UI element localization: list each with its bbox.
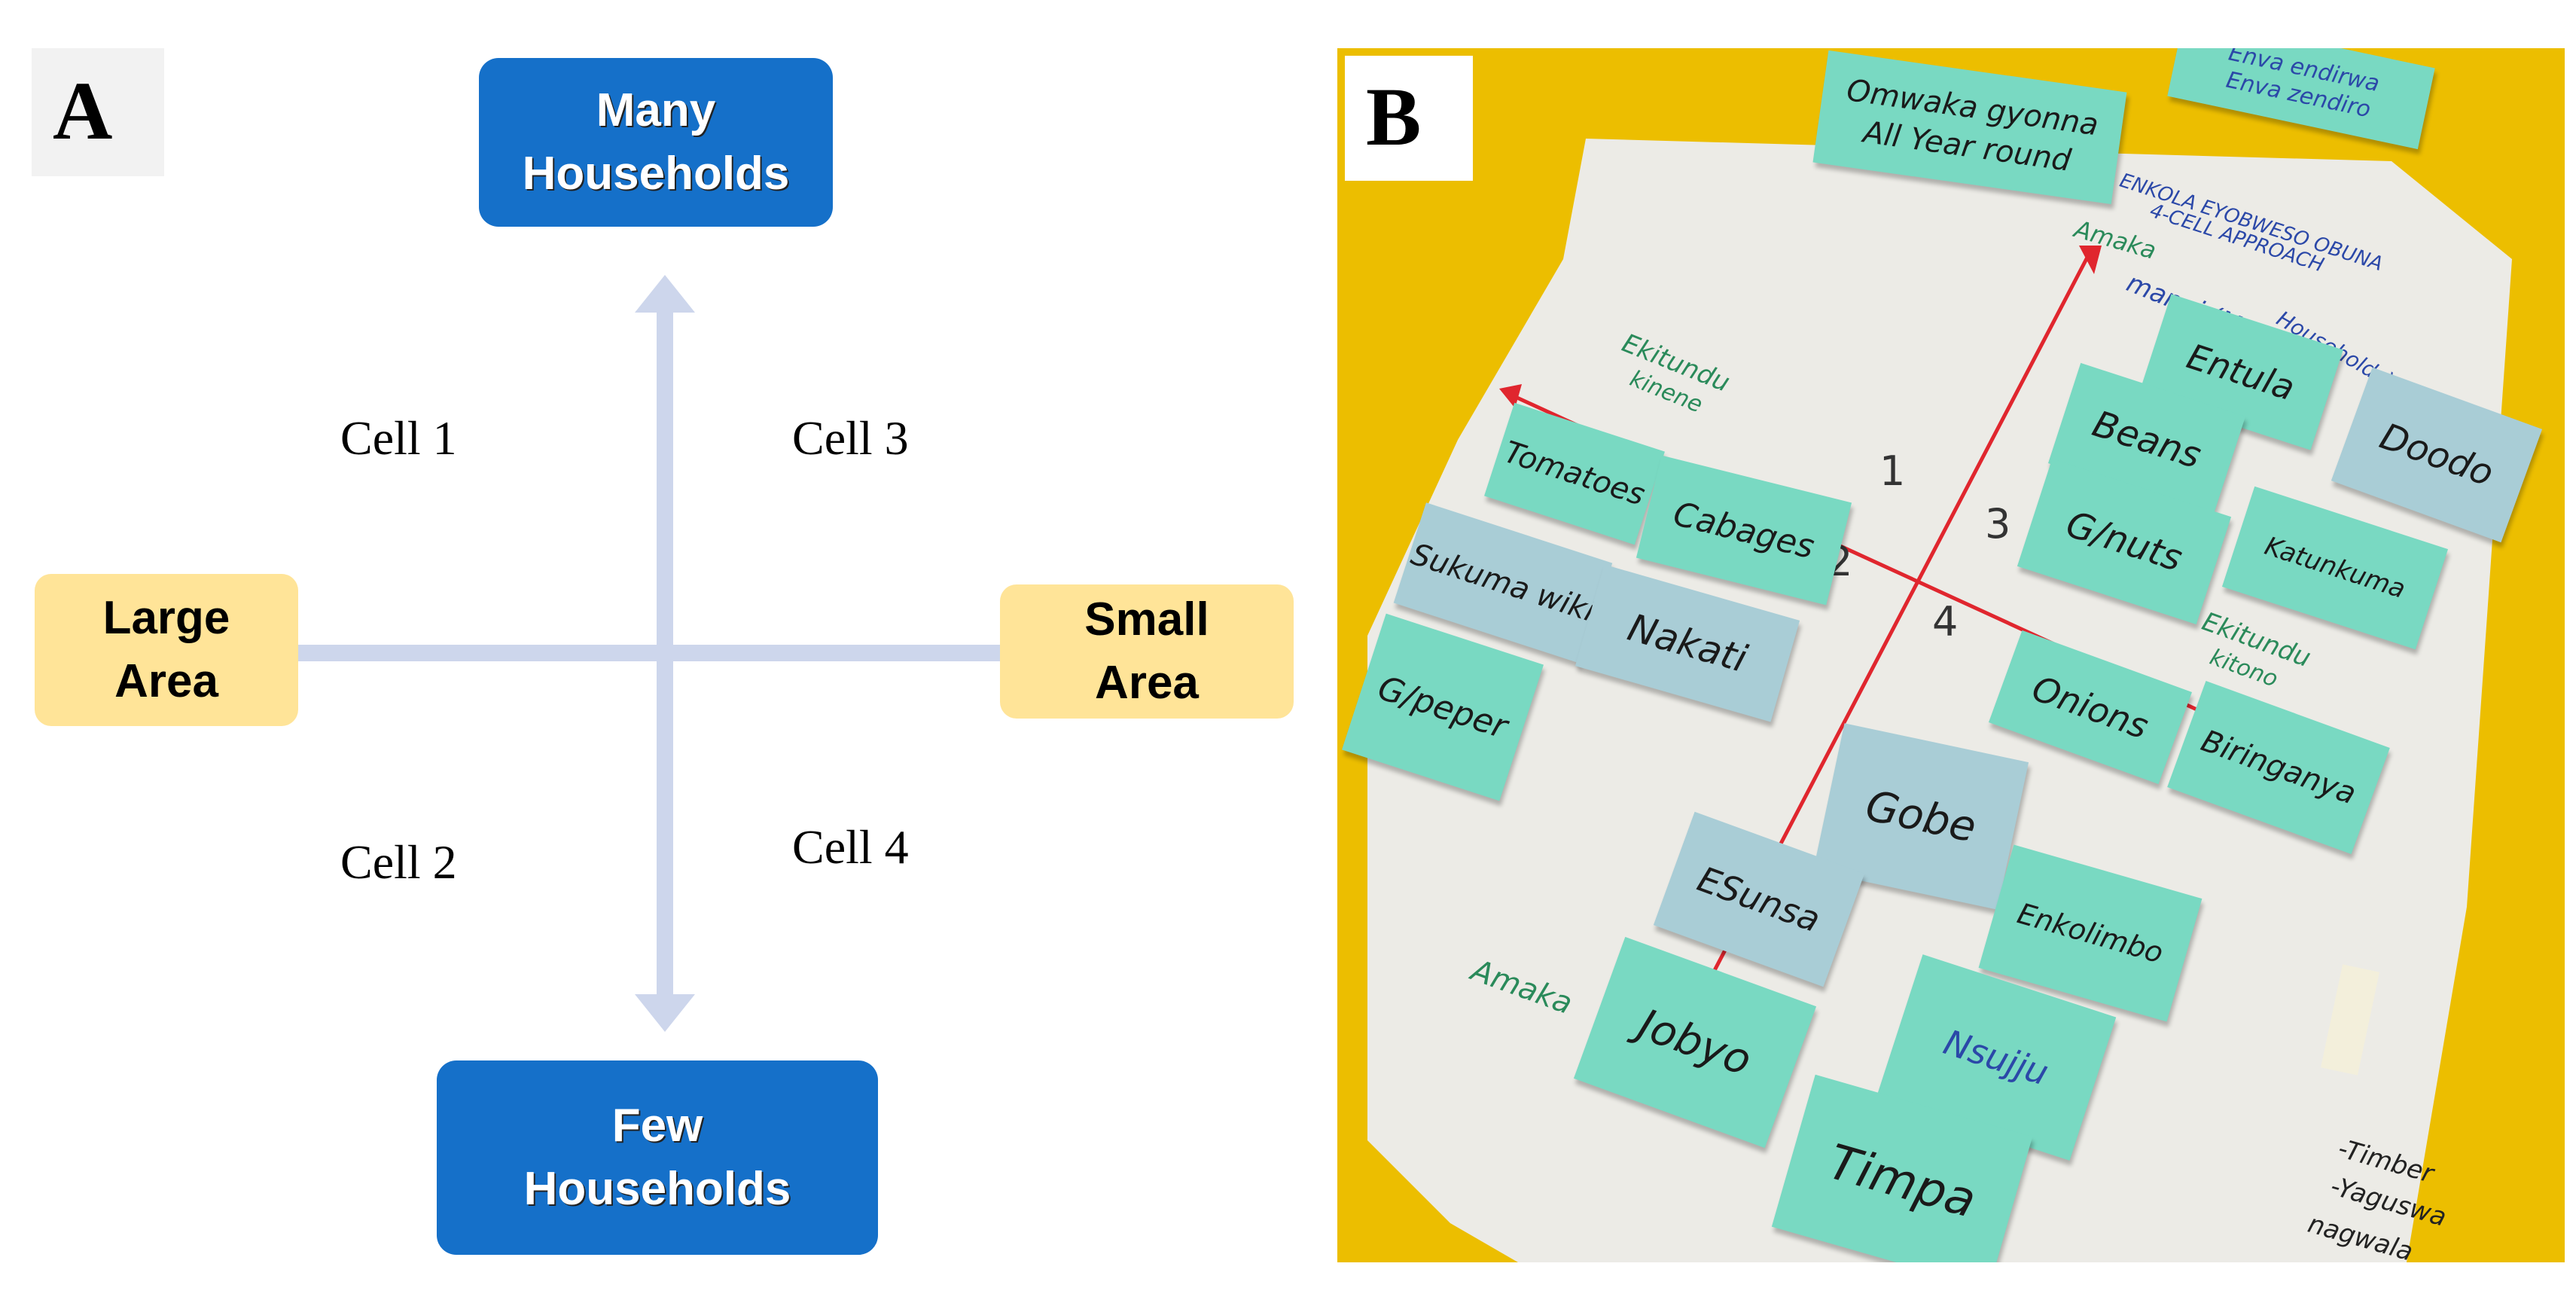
panel-a-letter-box	[32, 48, 164, 176]
panel-a-letter: A	[53, 65, 113, 157]
panel-b-letter: B	[1366, 71, 1422, 163]
many-households-line2: Households	[522, 148, 790, 200]
small-area-line2: Area	[1095, 657, 1199, 709]
few-households-line1: Few	[611, 1100, 703, 1152]
arrow-up-icon	[635, 275, 695, 313]
cell-number-3: 3	[1985, 500, 2011, 548]
red-arrow-top-icon	[2079, 246, 2102, 274]
cell-2-label: Cell 2	[340, 835, 457, 889]
cell-number-1: 1	[1879, 447, 1906, 495]
large-area-line1: Large	[102, 592, 230, 645]
large-area-line2: Area	[114, 655, 218, 707]
tape-strip	[2320, 964, 2380, 1076]
vertical-axis	[657, 301, 673, 994]
horizontal-axis	[297, 645, 1005, 661]
cell-3-label: Cell 3	[792, 411, 909, 465]
small-area-line1: Small	[1084, 594, 1209, 646]
cell-number-4: 4	[1932, 598, 1959, 645]
panel-b-photo-of-field-chart: B Omwaka gyonna All Year round Enva endi…	[1337, 48, 2565, 1262]
few-households-line2: Households	[523, 1163, 791, 1215]
panel-b-letter-box	[1345, 56, 1473, 181]
cell-1-label: Cell 1	[340, 411, 457, 465]
red-arrow-left-icon	[1499, 384, 1522, 408]
cell-4-label: Cell 4	[792, 820, 909, 874]
arrow-down-icon	[635, 994, 695, 1032]
many-households-line1: Many	[596, 84, 716, 137]
